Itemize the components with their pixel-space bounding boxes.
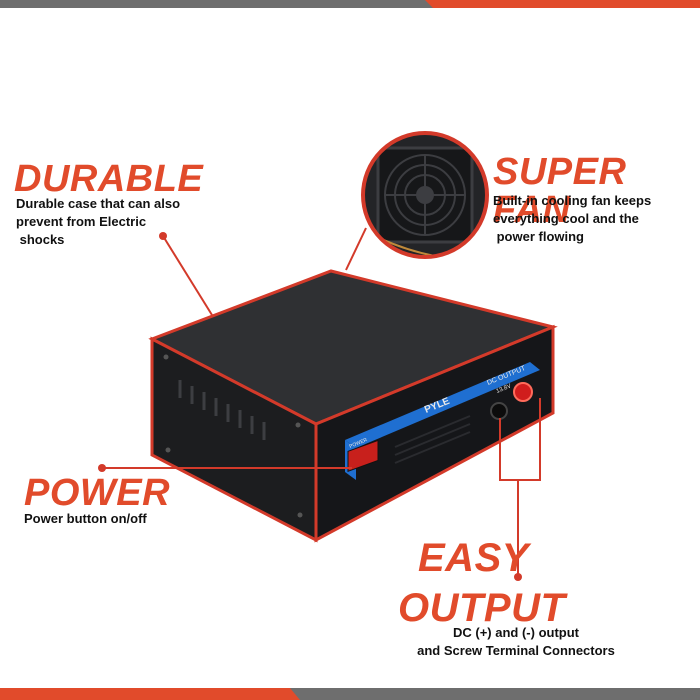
durable-description: Durable case that can also prevent from … bbox=[16, 195, 246, 249]
power-headline: POWER bbox=[24, 472, 171, 514]
super-fan-description: Built-in cooling fan keeps everything co… bbox=[493, 192, 698, 246]
durable-description-line: Durable case that can also bbox=[16, 196, 181, 211]
screw bbox=[295, 422, 301, 428]
callout-lines bbox=[102, 227, 541, 575]
superfan-callout-line bbox=[345, 227, 367, 271]
output-callout-line bbox=[499, 398, 541, 481]
screw bbox=[163, 354, 169, 360]
screw bbox=[297, 512, 303, 518]
power-description: Power button on/off bbox=[24, 510, 147, 528]
easy-headline: EASY bbox=[418, 536, 529, 580]
terminal-positive bbox=[513, 382, 533, 402]
durable-callout-dot bbox=[159, 232, 167, 240]
super-fan-description-line: Built-in cooling fan keeps bbox=[493, 193, 652, 208]
output-voltage-label: 13.8V bbox=[496, 383, 513, 394]
durable-headline: DURABLE bbox=[14, 158, 204, 200]
easy-output-description: DC (+) and (-) output and Screw Terminal… bbox=[386, 624, 646, 660]
side-vents bbox=[178, 380, 266, 440]
super-fan-headline: SUPER FAN bbox=[493, 151, 627, 231]
fan-hub bbox=[416, 186, 434, 204]
fan-zoom-callout bbox=[361, 131, 489, 259]
easy-output-description-line: DC (+) and (-) output bbox=[453, 625, 579, 640]
durable-callout-line bbox=[162, 235, 213, 316]
output-headline: OUTPUT bbox=[398, 586, 566, 630]
top-gray-bar bbox=[0, 0, 700, 8]
power-switch bbox=[347, 439, 379, 473]
super-fan-description-line: everything cool and the bbox=[493, 211, 639, 226]
front-grille bbox=[394, 415, 471, 464]
bottom-accent-bar bbox=[0, 688, 300, 700]
top-accent-bar bbox=[425, 0, 700, 8]
output-callout-dot bbox=[514, 573, 522, 581]
front-blue-panel bbox=[345, 362, 540, 448]
power-description-line: Power button on/off bbox=[24, 511, 147, 526]
power-callout-dot bbox=[98, 464, 106, 472]
durable-description-line: shocks bbox=[16, 232, 65, 247]
easy-output-description-line: and Screw Terminal Connectors bbox=[417, 643, 615, 658]
terminal-negative bbox=[490, 402, 508, 420]
screw bbox=[165, 447, 171, 453]
super-fan-description-line: power flowing bbox=[493, 229, 584, 244]
durable-description-line: prevent from Electric bbox=[16, 214, 147, 229]
